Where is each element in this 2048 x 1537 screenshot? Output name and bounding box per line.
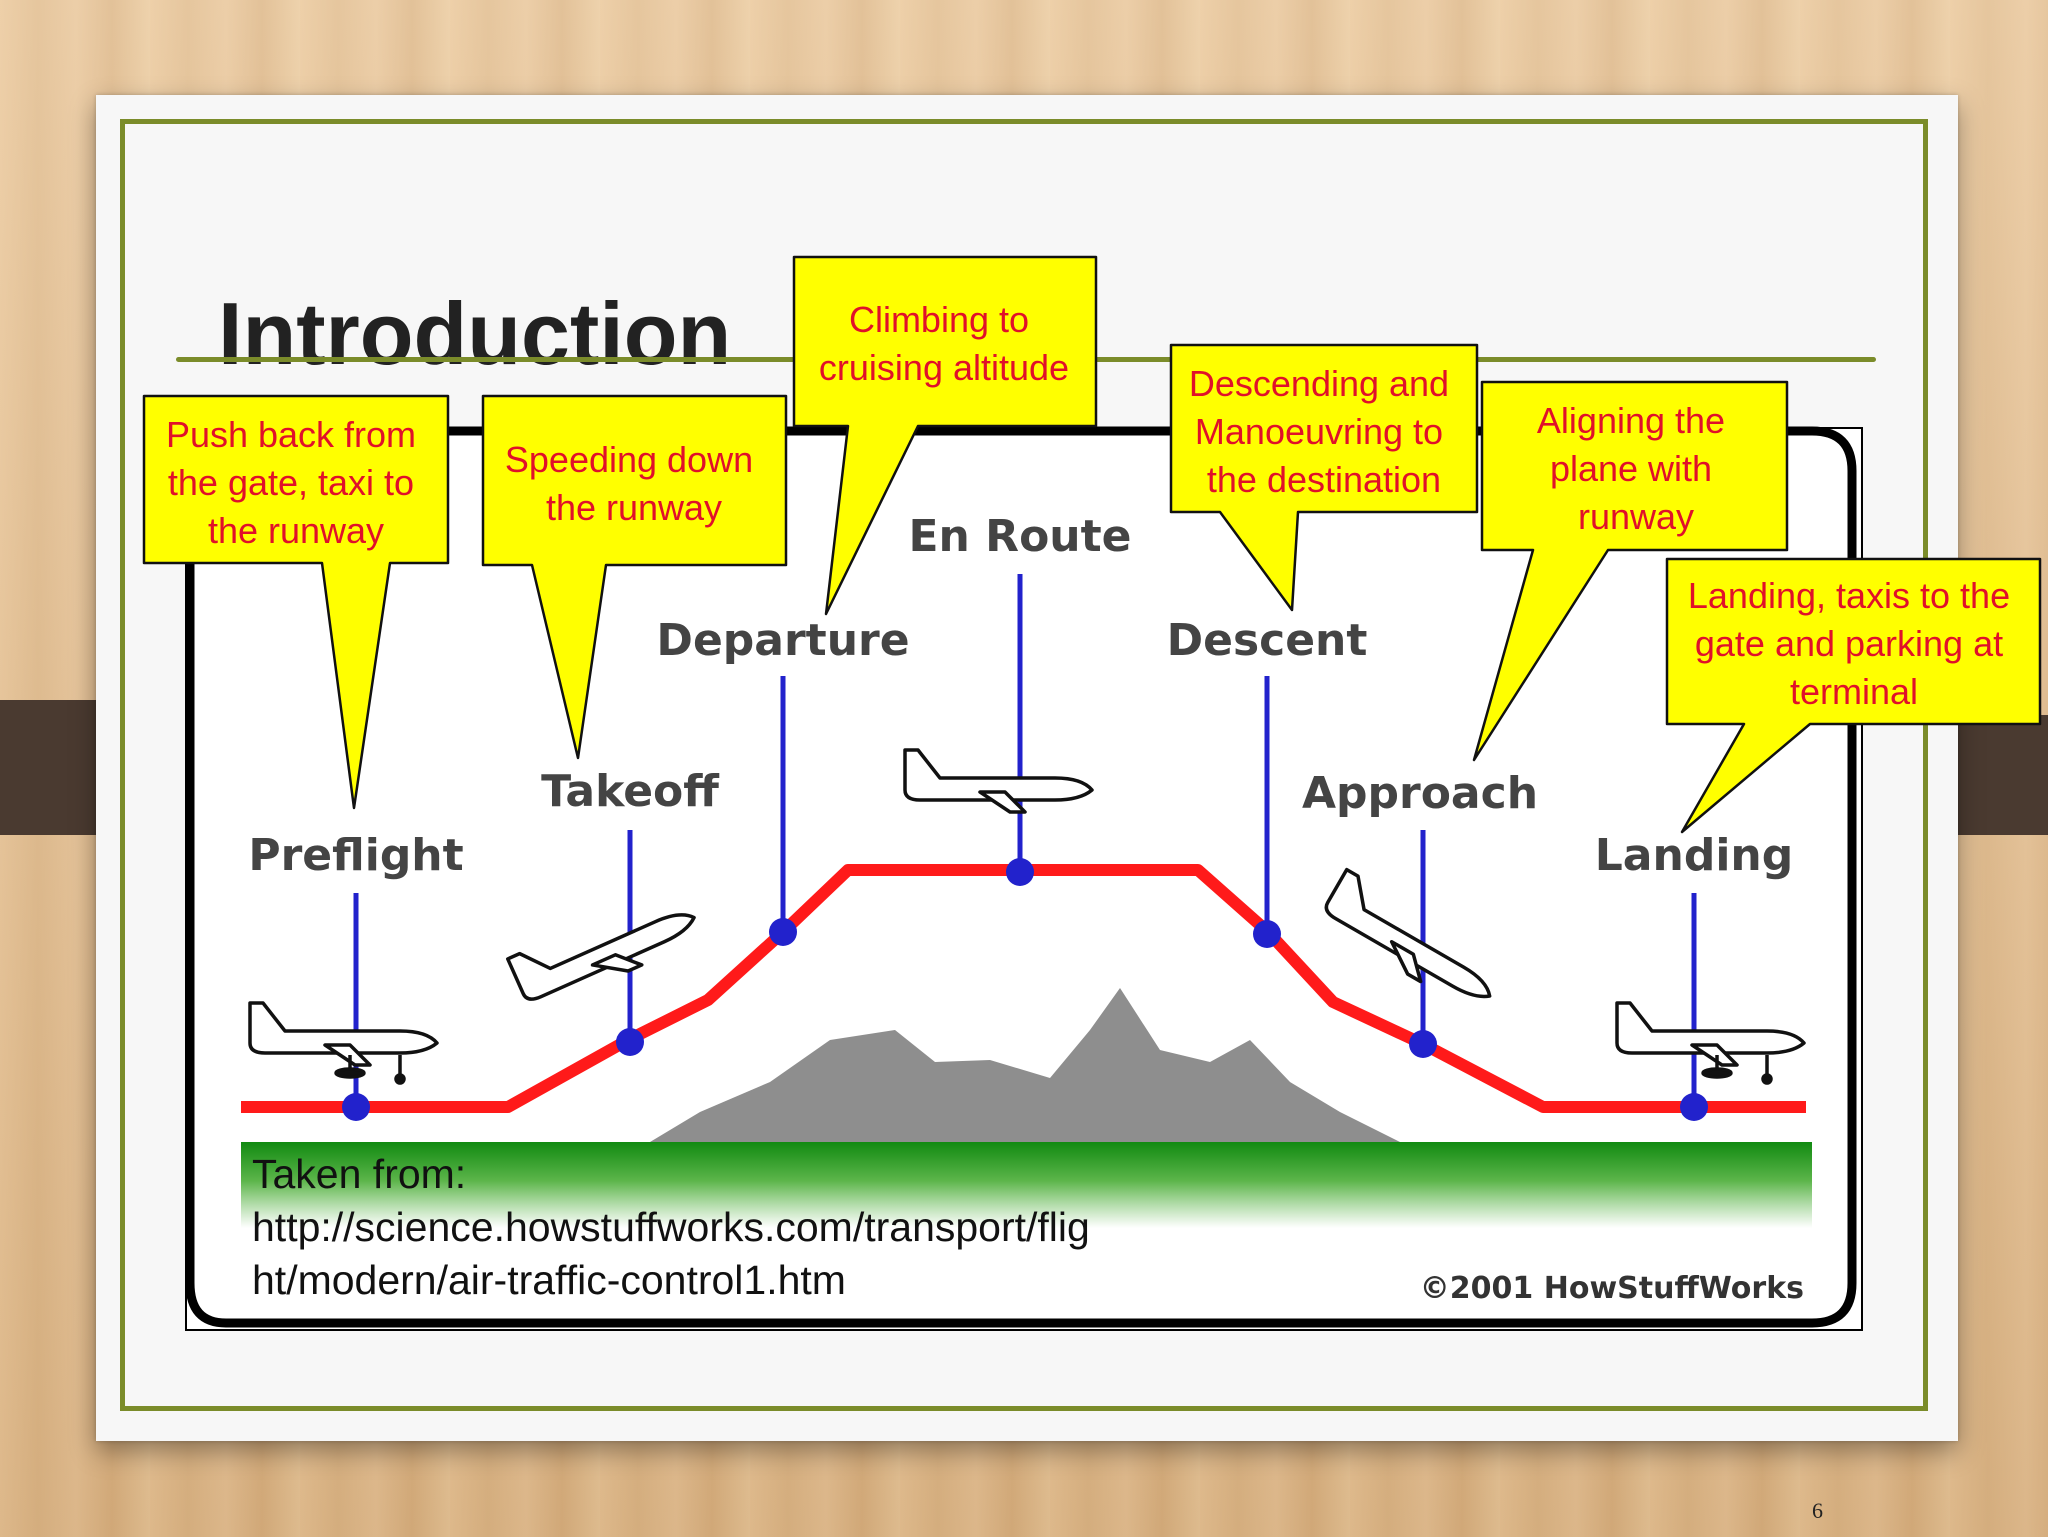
- phase-label-approach: Approach: [1302, 768, 1538, 819]
- credit-line-3: ht/modern/air-traffic-control1.htm: [252, 1257, 846, 1303]
- airplane-icon-landing: [1615, 1001, 1806, 1085]
- slide-title: Introduction: [218, 284, 732, 383]
- approach-marker-dot: [1409, 1030, 1437, 1058]
- diagram-copyright: ©2001 HowStuffWorks: [1420, 1271, 1804, 1306]
- landing-marker-dot: [1680, 1093, 1708, 1121]
- phase-label-departure: Departure: [656, 615, 909, 666]
- phase-label-descent: Descent: [1167, 615, 1368, 666]
- callout-takeoff-text: Speeding down the runway: [505, 439, 763, 528]
- departure-marker-dot: [769, 918, 797, 946]
- page-number: 6: [1812, 1498, 1823, 1523]
- enroute-marker-dot: [1006, 858, 1034, 886]
- source-credit: Taken from: http://science.howstuffworks…: [252, 1148, 1090, 1307]
- phase-label-enroute: En Route: [908, 511, 1131, 562]
- callout-approach: [1472, 380, 1789, 762]
- callout-landing-text: Landing, taxis to the gate and parking a…: [1688, 575, 2020, 712]
- callout-descent-text: Descending and Manoeuvring to the destin…: [1189, 363, 1459, 500]
- airplane-icon-preflight: [248, 1001, 439, 1085]
- callout-descent: [1169, 343, 1479, 612]
- ground-strip: [241, 1142, 1812, 1228]
- credit-line-2: http://science.howstuffworks.com/transpo…: [252, 1204, 1090, 1250]
- callout-departure: [792, 255, 1098, 616]
- callout-departure-text: Climbing to cruising altitude: [819, 299, 1069, 388]
- mountains: [650, 988, 1400, 1142]
- takeoff-marker-dot: [616, 1028, 644, 1056]
- callout-landing: [1665, 557, 2042, 834]
- slide-frame: [120, 119, 1928, 1411]
- phase-label-preflight: Preflight: [248, 830, 463, 881]
- preflight-marker-dot: [342, 1093, 370, 1121]
- airplane-icon-takeoff: [506, 913, 696, 1001]
- credit-line-1: Taken from:: [252, 1151, 467, 1197]
- airplane-icon-approach: [1324, 867, 1492, 999]
- callout-preflight: [142, 394, 450, 810]
- phase-label-takeoff: Takeoff: [541, 766, 720, 817]
- descent-marker-dot: [1253, 920, 1281, 948]
- callout-approach-text: Aligning the plane with runway: [1537, 400, 1735, 537]
- callout-preflight-text: Push back from the gate, taxi to the run…: [166, 414, 426, 551]
- airplane-icon-enroute: [903, 748, 1094, 814]
- phase-label-landing: Landing: [1595, 830, 1793, 881]
- callout-takeoff: [481, 394, 788, 760]
